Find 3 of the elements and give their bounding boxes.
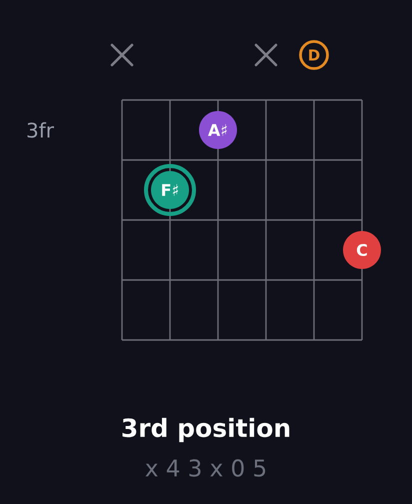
fingering-text: x 4 3 x 0 5: [146, 459, 266, 477]
chord-title: 3rd position: [122, 418, 290, 442]
fret-number: 3fr: [28, 122, 54, 138]
